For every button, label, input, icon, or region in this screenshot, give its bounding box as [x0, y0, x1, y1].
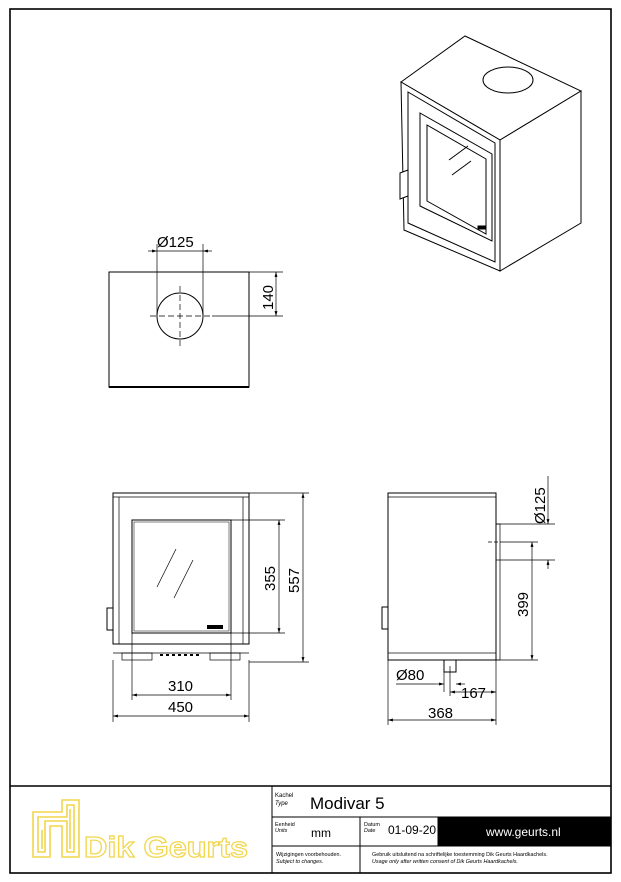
dim-side-bottom-flue-offset: 167: [461, 685, 486, 702]
front-door-glass: [131, 519, 232, 634]
dim-side-flue-height: 399: [515, 592, 532, 617]
type-label: Kachel: [275, 793, 293, 799]
dim-side-bottom-flue-diameter: Ø80: [396, 667, 424, 684]
units-label-en: Units: [275, 828, 288, 834]
type-value: Modivar 5: [310, 794, 385, 813]
date-value: 01-09-20: [388, 823, 436, 837]
dim-side-depth: 368: [428, 705, 453, 722]
date-label: Datum: [364, 822, 380, 828]
side-view: [381, 476, 555, 725]
dim-front-width: 450: [168, 699, 193, 716]
sheet-border: [9, 8, 612, 874]
note-en: Subject to changes.: [276, 859, 323, 865]
type-label-en: Type: [275, 801, 289, 807]
consent-nl: Gebruik uitsluitend na schriftelijke toe…: [372, 852, 548, 858]
front-logo-plate: [207, 625, 223, 629]
dim-front-glass-width: 310: [168, 678, 193, 695]
consent-en: Usage only after written consent of Dik …: [372, 859, 518, 865]
date-label-en: Date: [364, 828, 375, 834]
dim-front-glass-height: 355: [262, 566, 279, 591]
iso-door-glass: [419, 112, 493, 242]
iso-door-handle: [399, 169, 409, 200]
dik-geurts-logo: [32, 799, 80, 858]
title-block: [10, 785, 611, 873]
dim-side-flue-diameter: Ø125: [532, 487, 549, 524]
logo-text: Dik Geurts: [84, 832, 248, 864]
side-door-handle: [381, 606, 389, 630]
note-nl: Wijzigingen voorbehouden.: [276, 852, 341, 858]
iso-flue-outlet: [482, 66, 534, 94]
top-view: [108, 244, 283, 388]
website-text[interactable]: www.geurts.nl: [485, 825, 561, 839]
dim-top-flue-diameter: Ø125: [157, 234, 194, 251]
isometric-view: [399, 35, 583, 272]
front-door-handle: [106, 607, 114, 631]
website-bar: [438, 817, 611, 846]
dim-top-flue-offset: 140: [260, 285, 277, 310]
units-label: Eenheid: [275, 822, 295, 828]
units-value: mm: [311, 826, 331, 840]
dim-front-height: 557: [286, 568, 303, 593]
front-view: [106, 492, 309, 722]
